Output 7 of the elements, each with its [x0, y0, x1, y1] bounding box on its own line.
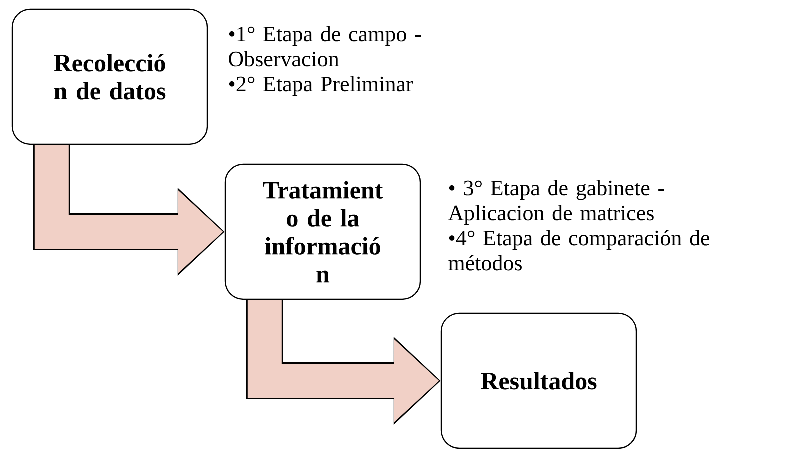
- bullet-text: •1° Etapa de campo - Observacion: [229, 26, 422, 67]
- process-box: Resultados: [440, 312, 638, 449]
- bullet-text: • 3° Etapa de gabinete - Aplicacion de matrices: [448, 180, 664, 226]
- bullet-text: •4° Etapa de comparación de métodos: [448, 230, 710, 271]
- process-box: Recolecció n de datos: [12, 8, 208, 146]
- bullet-text: •2° Etapa Preliminar: [229, 76, 414, 96]
- process-box: Tratamient o de la informació n: [224, 164, 422, 300]
